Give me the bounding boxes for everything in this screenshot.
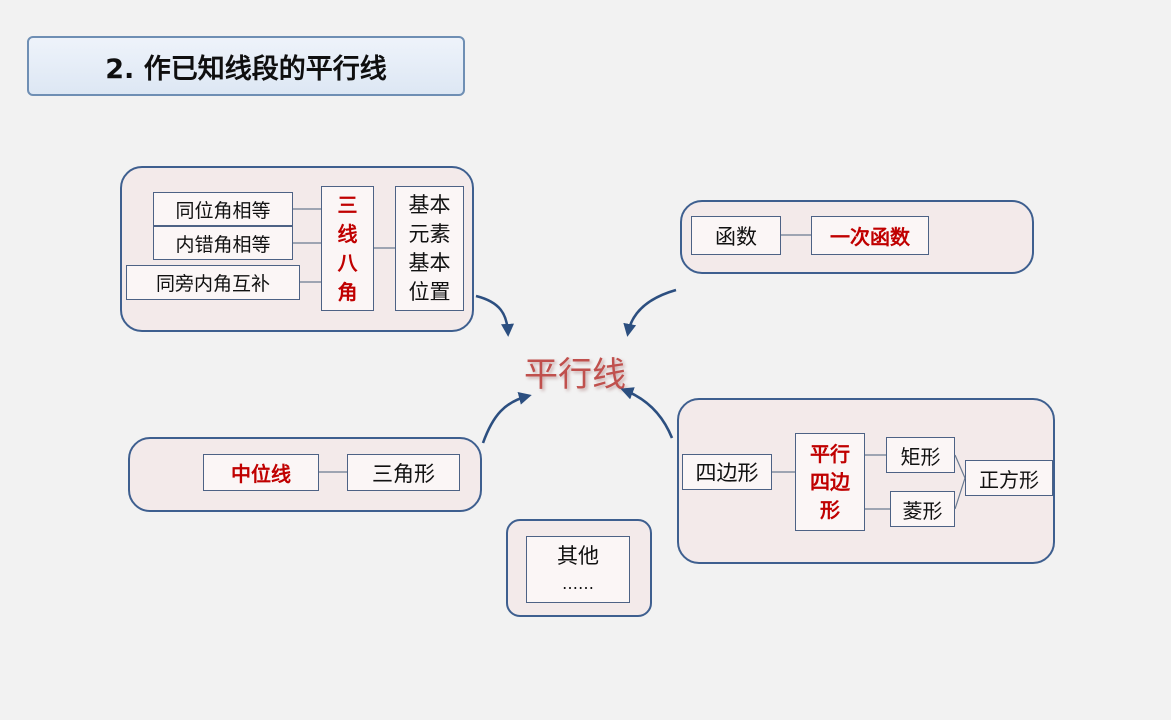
rectangle-box: 矩形 [886, 437, 955, 473]
quadrilateral-box: 四边形 [682, 454, 772, 490]
arrow-angles-to-center [475, 294, 515, 337]
function-box: 函数 [691, 216, 781, 255]
arrow-midline-to-center [481, 392, 532, 444]
arrow-quad-to-center [620, 387, 674, 439]
midline-box: 中位线 [203, 454, 319, 491]
three-lines-eight-angles-box: 三线八角 [321, 186, 374, 311]
connector-line [954, 454, 966, 479]
center-parallel-lines: 平行线 [524, 354, 626, 395]
alternate-angles-box: 内错角相等 [153, 226, 293, 260]
other-box: 其他 …… [526, 536, 630, 603]
corresponding-angles-box: 同位角相等 [153, 192, 293, 226]
linear-function-box: 一次函数 [811, 216, 929, 255]
parallelogram-box: 平行四边形 [795, 433, 865, 531]
other-label: 其他 [557, 543, 599, 568]
basic-elements-box: 基本元素基本位置 [395, 186, 464, 311]
connector-line [954, 477, 966, 510]
triangle-box: 三角形 [347, 454, 460, 491]
co-interior-angles-box: 同旁内角互补 [126, 265, 300, 300]
rhombus-box: 菱形 [890, 491, 955, 527]
arrow-function-to-center [623, 288, 677, 337]
page-title: 2. 作已知线段的平行线 [27, 36, 465, 96]
other-ellipsis: …… [562, 573, 594, 593]
square-box: 正方形 [965, 460, 1053, 496]
